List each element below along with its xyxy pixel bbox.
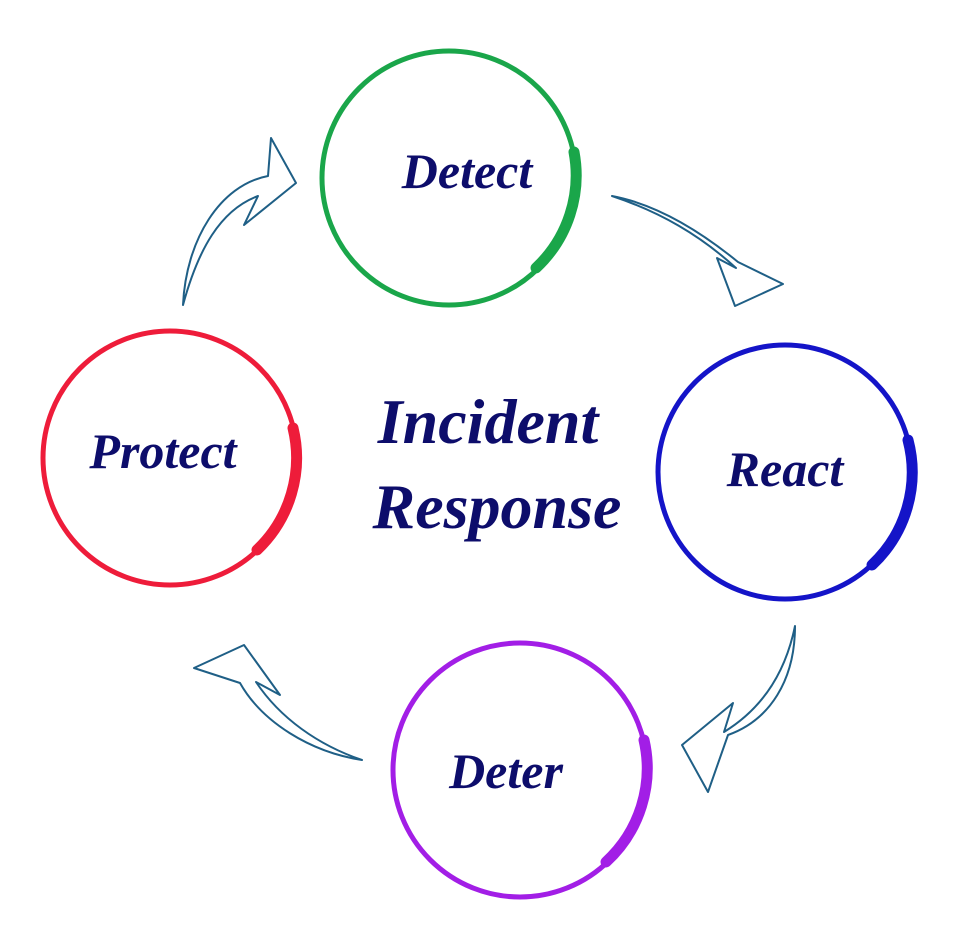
arrow-detect-to-react-icon: [611, 195, 784, 307]
stage-label-protect: Protect: [88, 423, 238, 479]
protect-ring-swash: [251, 422, 303, 556]
stage-protect: Protect: [40, 328, 303, 588]
react-ring-swash: [866, 434, 918, 571]
title-line-1: Incident: [377, 386, 601, 457]
stage-label-react: React: [726, 441, 846, 497]
stage-label-detect: Detect: [401, 143, 535, 199]
title-line-2: Response: [372, 471, 622, 542]
stage-react: React: [655, 342, 918, 602]
stage-label-deter: Deter: [448, 743, 563, 799]
center-title: Incident Response: [372, 386, 622, 542]
stage-deter: Deter: [390, 640, 653, 900]
detect-ring-swash: [530, 146, 582, 274]
stage-detect: Detect: [319, 48, 582, 308]
arrow-protect-to-detect-icon: [182, 137, 297, 306]
arrow-deter-to-protect-icon: [193, 644, 363, 761]
deter-ring-swash: [600, 734, 653, 868]
arrow-react-to-deter-icon: [681, 625, 796, 793]
